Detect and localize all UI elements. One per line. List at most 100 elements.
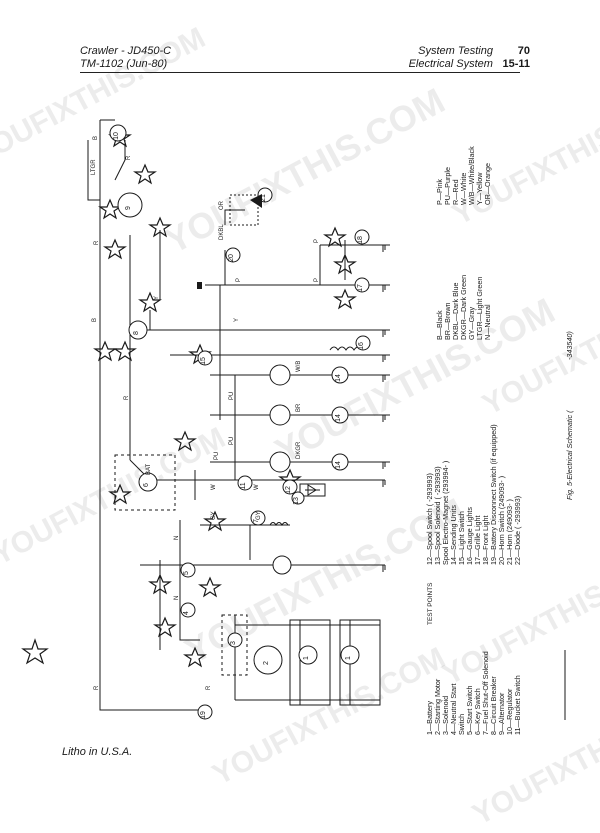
color-code: W—White bbox=[459, 173, 468, 205]
section-title: System Testing bbox=[418, 45, 493, 57]
test-point-icon bbox=[183, 646, 207, 668]
component-13-spool-solenoid bbox=[291, 491, 305, 505]
color-code: LTGR—Light Green bbox=[475, 277, 484, 340]
component-number: 5 bbox=[183, 571, 190, 575]
component-15-light-switch bbox=[197, 350, 213, 366]
horn-icon bbox=[250, 194, 262, 208]
component-16-gauge-lights bbox=[355, 335, 371, 351]
test-point-icon bbox=[103, 238, 127, 260]
wire-label: B bbox=[92, 318, 98, 322]
component-number: 9 bbox=[125, 206, 132, 210]
test-point-icon bbox=[21, 638, 49, 665]
component-12-spool-switch bbox=[282, 479, 298, 495]
component-4-neutral-start bbox=[180, 602, 196, 618]
electrical-schematic: 1 1 2 3 4 5 6 7 8 9 10 11 12 13 14 14 14… bbox=[21, 119, 574, 735]
legend-item: 17—Grille Light bbox=[473, 515, 482, 565]
test-point-icon bbox=[323, 226, 347, 248]
test-point-icon bbox=[93, 340, 117, 362]
component-number: 1 bbox=[345, 656, 352, 660]
test-point-icon bbox=[153, 616, 177, 638]
component-14-sending-unit bbox=[331, 406, 349, 424]
component-number: 4 bbox=[183, 611, 190, 615]
test-point-markers bbox=[21, 126, 357, 668]
legend-item: 18—Front Light bbox=[481, 515, 490, 565]
section-line: System Testing 70 bbox=[409, 45, 530, 58]
figure-code: -343540) bbox=[565, 331, 574, 360]
color-code: W/B—White/Black bbox=[467, 146, 476, 205]
wire-label: GY bbox=[256, 511, 262, 520]
wire-label: PU bbox=[214, 452, 220, 460]
wire-label: R bbox=[124, 395, 130, 400]
component-number: 10 bbox=[113, 132, 120, 140]
component-number: 18 bbox=[357, 236, 364, 244]
component-number: 14 bbox=[335, 414, 342, 422]
wire-label: Y bbox=[234, 318, 240, 322]
legend-item: 15—Light Switch bbox=[457, 511, 466, 565]
wire-label: W bbox=[254, 484, 260, 490]
gauge-icon bbox=[269, 404, 291, 426]
header-right: System Testing 70 Electrical System 15-1… bbox=[409, 45, 530, 71]
color-code: GY—Gray bbox=[467, 306, 476, 340]
legend-item: 21—Horn (249093- ) bbox=[505, 499, 514, 565]
component-number: 2 bbox=[263, 661, 270, 665]
test-point-icon bbox=[113, 340, 137, 362]
wire-label: BAT bbox=[146, 463, 152, 475]
legend-item: Switch bbox=[457, 714, 466, 735]
wire-label: W/B bbox=[296, 361, 302, 372]
legend-item: 20—Horn Switch (249093- ) bbox=[497, 476, 506, 565]
legend-item: 22—Diode ( -293993) bbox=[513, 496, 522, 565]
wire-label: P bbox=[314, 278, 320, 282]
test-point-icon bbox=[333, 288, 357, 310]
component-number: 19 bbox=[200, 711, 207, 719]
color-code: R—Red bbox=[451, 179, 460, 205]
component-number: 12 bbox=[285, 486, 292, 494]
wire-label: N bbox=[174, 596, 180, 600]
legend-item: 7—Fuel Shut-Off Solenoid bbox=[481, 651, 490, 735]
wire-label: DKBL bbox=[219, 224, 225, 240]
legend-item: 4—Neutral Start bbox=[449, 683, 458, 735]
color-code: DKGR—Dark Green bbox=[459, 275, 468, 340]
test-point-icon bbox=[98, 198, 122, 220]
test-point-icon bbox=[133, 163, 157, 185]
component-number: 8 bbox=[133, 331, 140, 335]
legend-components-1: 1—Battery 2—Starting Motor 3—Solenoid 4—… bbox=[425, 651, 522, 735]
test-point-icon bbox=[148, 573, 172, 595]
component-number: 17 bbox=[357, 284, 364, 292]
component-11-bucket-switch bbox=[237, 475, 253, 491]
page-number: 70 bbox=[517, 45, 530, 57]
legend-item: 10—Regulator bbox=[505, 688, 514, 735]
component-number: 16 bbox=[358, 342, 365, 350]
color-codes-2: P—Pink PU—Purple R—Red W—White W/B—White… bbox=[435, 146, 492, 205]
component-number: 11 bbox=[240, 482, 247, 489]
legend-item: 1—Battery bbox=[425, 701, 434, 735]
section-page-number: 15-11 bbox=[502, 58, 530, 70]
figure-caption: Fig. 5-Electrical Schematic ( bbox=[565, 410, 574, 500]
header-left: Crawler - JD450-C TM-1102 (Jun-80) bbox=[80, 45, 171, 71]
legend-item: 9—Alternator bbox=[497, 692, 506, 735]
wiring bbox=[87, 119, 390, 711]
component-19-disconnect-switch bbox=[197, 704, 213, 720]
component-numbers: 1 1 2 3 4 5 6 7 8 9 10 11 12 13 14 14 14… bbox=[113, 132, 365, 719]
legend-item: 14—Sending Units bbox=[449, 505, 458, 565]
legend-item: 5—Start Switch bbox=[465, 685, 474, 735]
color-codes-1: B—Black BR—Brown DKBL—Dark Blue DKGR—Dar… bbox=[435, 275, 492, 340]
component-number: 14 bbox=[335, 374, 342, 382]
legend-item: 16—Gauge Lights bbox=[465, 507, 474, 565]
component-3-solenoid bbox=[227, 632, 243, 648]
component-7-fuel-shutoff bbox=[250, 510, 266, 526]
footer-text: Litho in U.S.A. bbox=[62, 746, 133, 758]
wire-label: N bbox=[174, 536, 180, 540]
wire-label: Y bbox=[154, 296, 160, 300]
color-code: N—Neutral bbox=[483, 304, 492, 340]
gauge-icon bbox=[269, 364, 291, 386]
component-6-key-switch bbox=[138, 472, 158, 492]
legend-item: Spool Electro-Magnet (293994- ) bbox=[441, 461, 450, 565]
component-number: 20 bbox=[228, 254, 235, 262]
wire-label: PU bbox=[229, 392, 235, 400]
component-9-alternator bbox=[117, 192, 143, 218]
component-20-horn-switch bbox=[225, 247, 241, 263]
component-1-battery bbox=[340, 645, 360, 665]
manual-code: TM-1102 (Jun-80) bbox=[80, 58, 168, 70]
color-code: B—Black bbox=[435, 310, 444, 340]
component-1-battery bbox=[298, 645, 318, 665]
